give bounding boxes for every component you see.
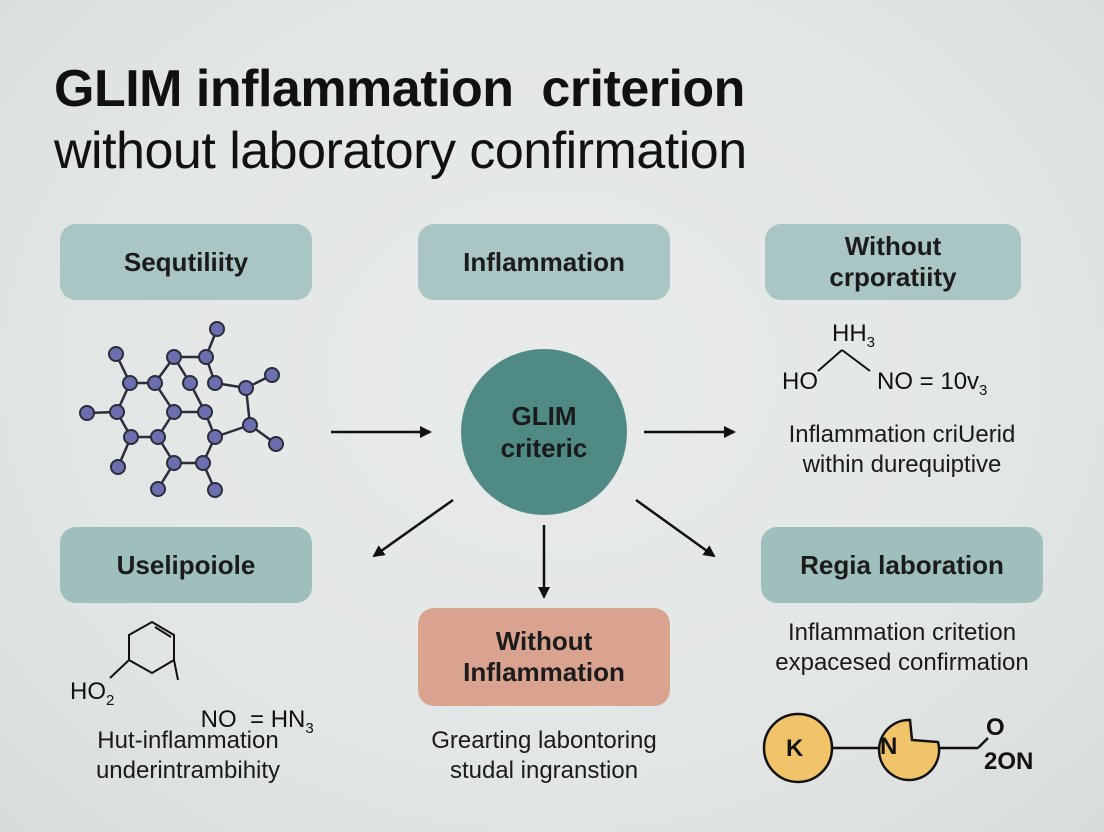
center-line-1: GLIM [511,400,577,431]
chem-k: K [786,735,803,763]
chem-hh-sub: 3 [866,333,876,351]
chem-ho2-sub: 2 [106,691,115,709]
box-sequtiliity-label: Sequtiliity [123,246,249,277]
caption-bottom-center-line-2: studal ingranstion [449,757,639,784]
caption-bottom-left: Hut-inflammation underintrambihity [68,726,308,786]
glim-criteric-node: GLIM criteric [461,349,627,515]
chem-no-10v3: NO = 10v3 [877,368,987,399]
box-regia-laboration-label: Regia laboration [800,549,1004,580]
flow-arrows [331,426,736,599]
caption-right-mid-line-1: Inflammation critetion [787,619,1017,646]
caption-bottom-left-line-2: underintrambihity [95,757,281,784]
chem-o-text: O [986,714,1005,741]
caption-bottom-center: Grearting labontoring studal ingranstion [408,726,680,786]
caption-right-top: Inflammation criUerid within durequiptiv… [766,420,1038,480]
title-line-1: GLIM inflammation criterion [54,60,745,118]
caption-right-mid: Inflammation critetion expacesed confirm… [752,618,1052,678]
caption-right-top-line-2: within durequiptive [802,451,1002,478]
ring-structure-icon [109,620,179,681]
box-inflammation: Inflammation [418,224,670,300]
box-uselipoiole-label: Uselipoiole [116,549,256,580]
chem-2on-text: 2ON [984,748,1034,775]
chem-ho2-text: HO [70,678,106,705]
arrow-center-to-left-down [372,498,454,558]
title-line-2: without laboratory confirmation [54,122,747,181]
molecule-nodes [79,321,284,498]
box-without-inflammation-line-1: Without [495,626,593,657]
chem-structure-top-right-bonds [817,349,871,372]
box-uselipoiole: Uselipoiole [60,527,312,603]
chem-k-text: K [786,735,804,762]
box-regia-laboration: Regia laboration [761,527,1043,603]
box-without-crporatiity: Without crporatiity [765,224,1021,300]
box-without-label: Without [844,231,942,262]
arrow-center-to-right-down [635,498,716,558]
chem-hh-text: HH [832,320,867,347]
box-sequtiliity: Sequtiliity [60,224,312,300]
chem-2on: 2ON [984,748,1033,776]
chem-no-text: NO = 10v [877,368,980,395]
caption-bottom-left-line-1: Hut-inflammation [97,727,279,754]
kn-structure-icon [762,712,989,784]
caption-bottom-center-line-1: Grearting labontoring [431,727,657,754]
chem-hh3: HH3 [832,320,875,351]
box-without-inflammation: Without Inflammation [418,608,670,706]
chem-no-hn-sub: 3 [305,719,314,737]
chem-n-text: N [880,733,898,760]
chem-no-sub: 3 [979,381,988,399]
caption-right-mid-line-2: expacesed confirmation [775,649,1029,676]
center-line-2: criteric [500,433,588,463]
chem-no-hn3: NO = HN3 [174,678,314,765]
chem-ho: HO [782,368,818,396]
box-inflammation-label: Inflammation [463,246,625,277]
caption-right-top-line-1: Inflammation criUerid [788,421,1016,448]
chem-no-hn-text: NO = HN [200,706,306,733]
chem-o: O [986,714,1005,742]
chem-ho2: HO2 [70,678,114,709]
box-crporatiity-label: crporatiity [829,262,957,292]
chem-n: N [880,733,897,761]
chem-ho-text: HO [782,368,818,395]
page-title: GLIM inflammation criterion without labo… [54,58,747,183]
box-without-inflammation-line-2: Inflammation [463,657,625,687]
